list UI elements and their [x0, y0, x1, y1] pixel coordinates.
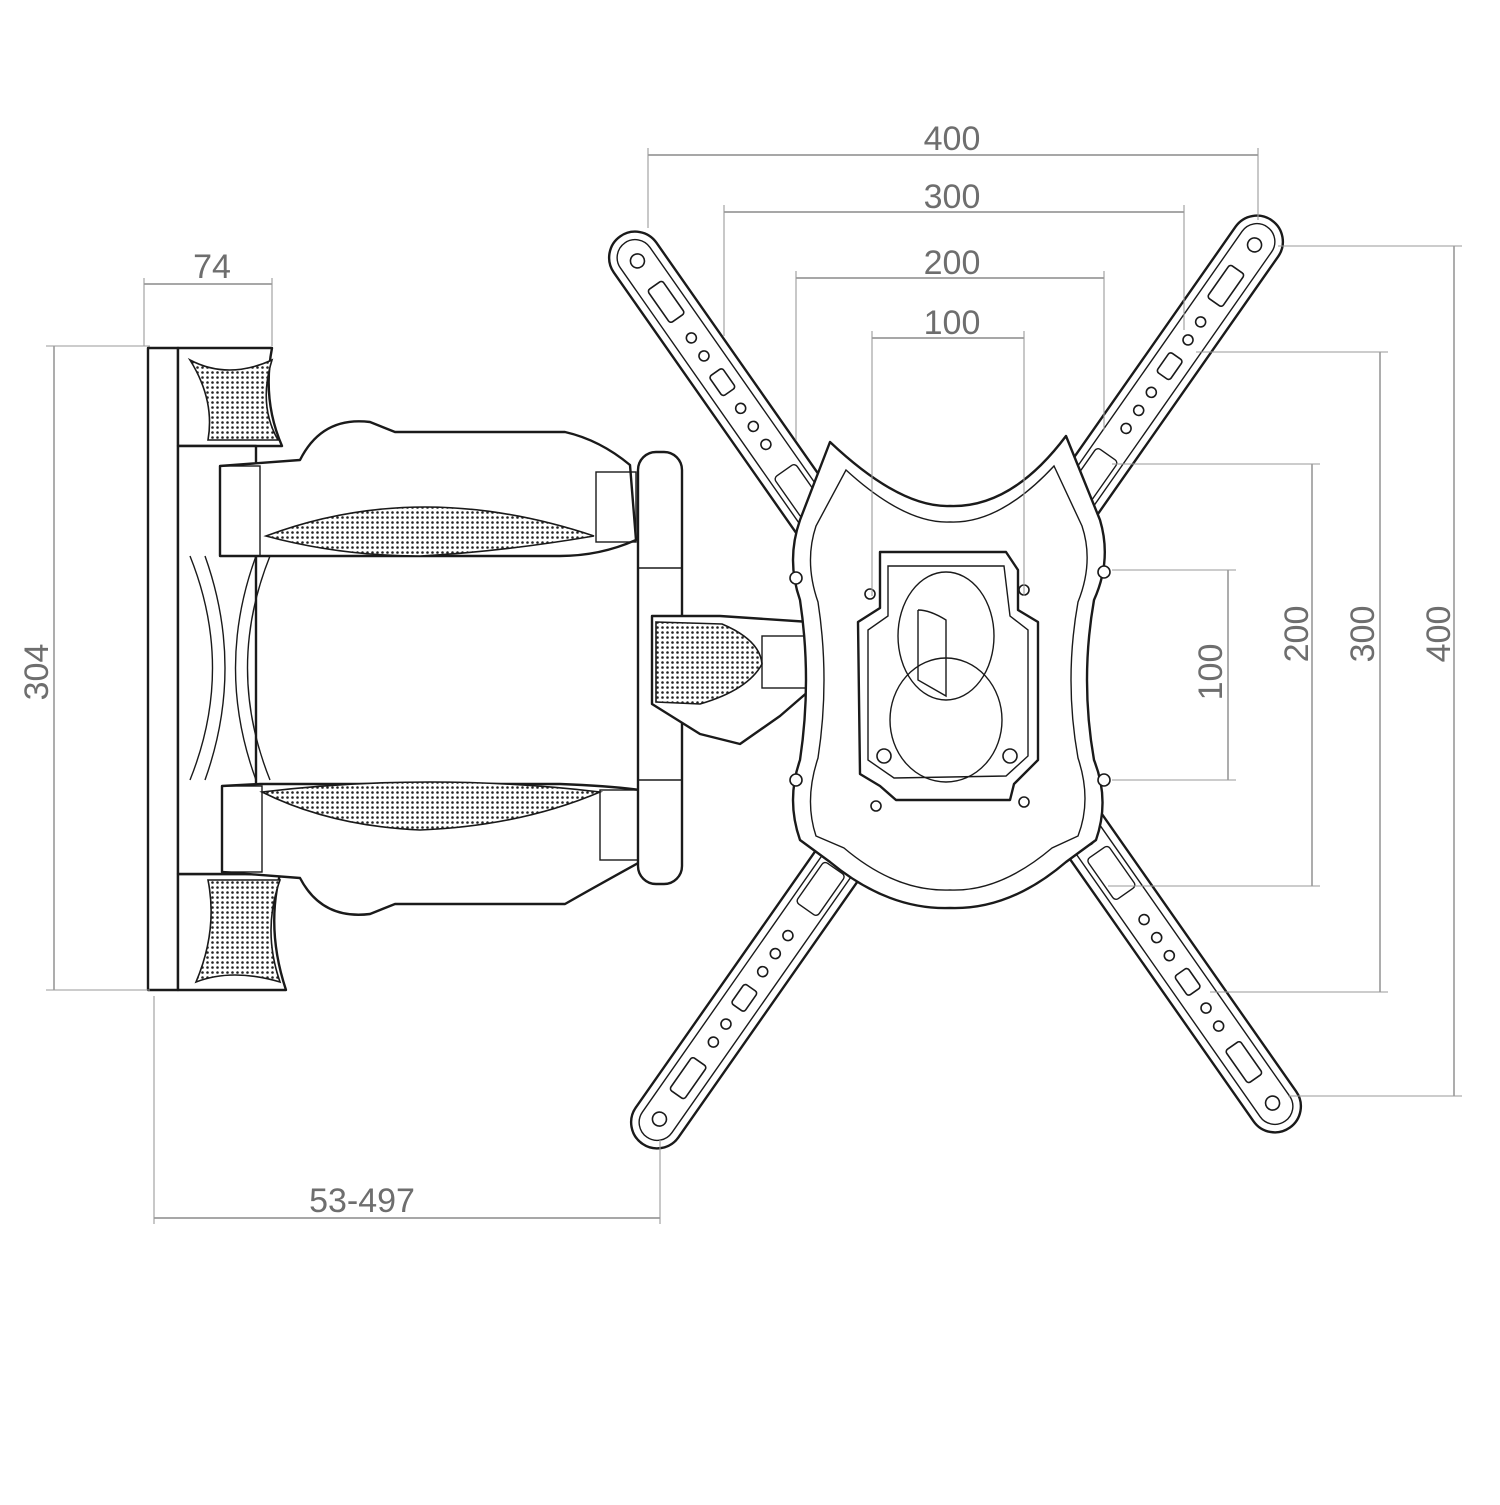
height-100-label: 100	[1192, 644, 1230, 701]
height-300-label: 300	[1344, 606, 1382, 663]
plate-hole	[789, 571, 803, 585]
depth-label: 74	[193, 248, 231, 286]
dimension-labels: 400 300 200 100 100 200 300 400 74 304 5…	[18, 120, 1458, 1220]
width-400-label: 400	[924, 120, 981, 158]
height-label: 304	[18, 644, 56, 701]
plate-hole	[1097, 565, 1111, 579]
upper-arm-grip	[263, 506, 595, 557]
plate-hole	[1018, 796, 1030, 808]
plate-hole	[864, 588, 876, 600]
plate-hole	[870, 800, 882, 812]
height-400-label: 400	[1420, 606, 1458, 663]
extension-label: 53-497	[309, 1182, 415, 1220]
height-200-label: 200	[1278, 606, 1316, 663]
dimension-lines	[46, 148, 1462, 1224]
inner-frame	[856, 550, 1040, 802]
vesa-head	[597, 204, 1313, 1160]
locking-screw	[1002, 748, 1018, 764]
top-bracket-grip	[187, 357, 280, 441]
center-aperture	[897, 571, 995, 701]
plate-hole	[1097, 773, 1111, 787]
bottom-bracket-grip	[194, 879, 282, 984]
width-100-label: 100	[924, 304, 981, 342]
wall-plate	[146, 346, 180, 992]
side-view	[146, 346, 812, 992]
width-200-label: 200	[924, 244, 981, 282]
locking-screw	[876, 748, 892, 764]
width-300-label: 300	[924, 178, 981, 216]
lower-arm-grip	[259, 781, 604, 831]
plate-hole	[789, 773, 803, 787]
